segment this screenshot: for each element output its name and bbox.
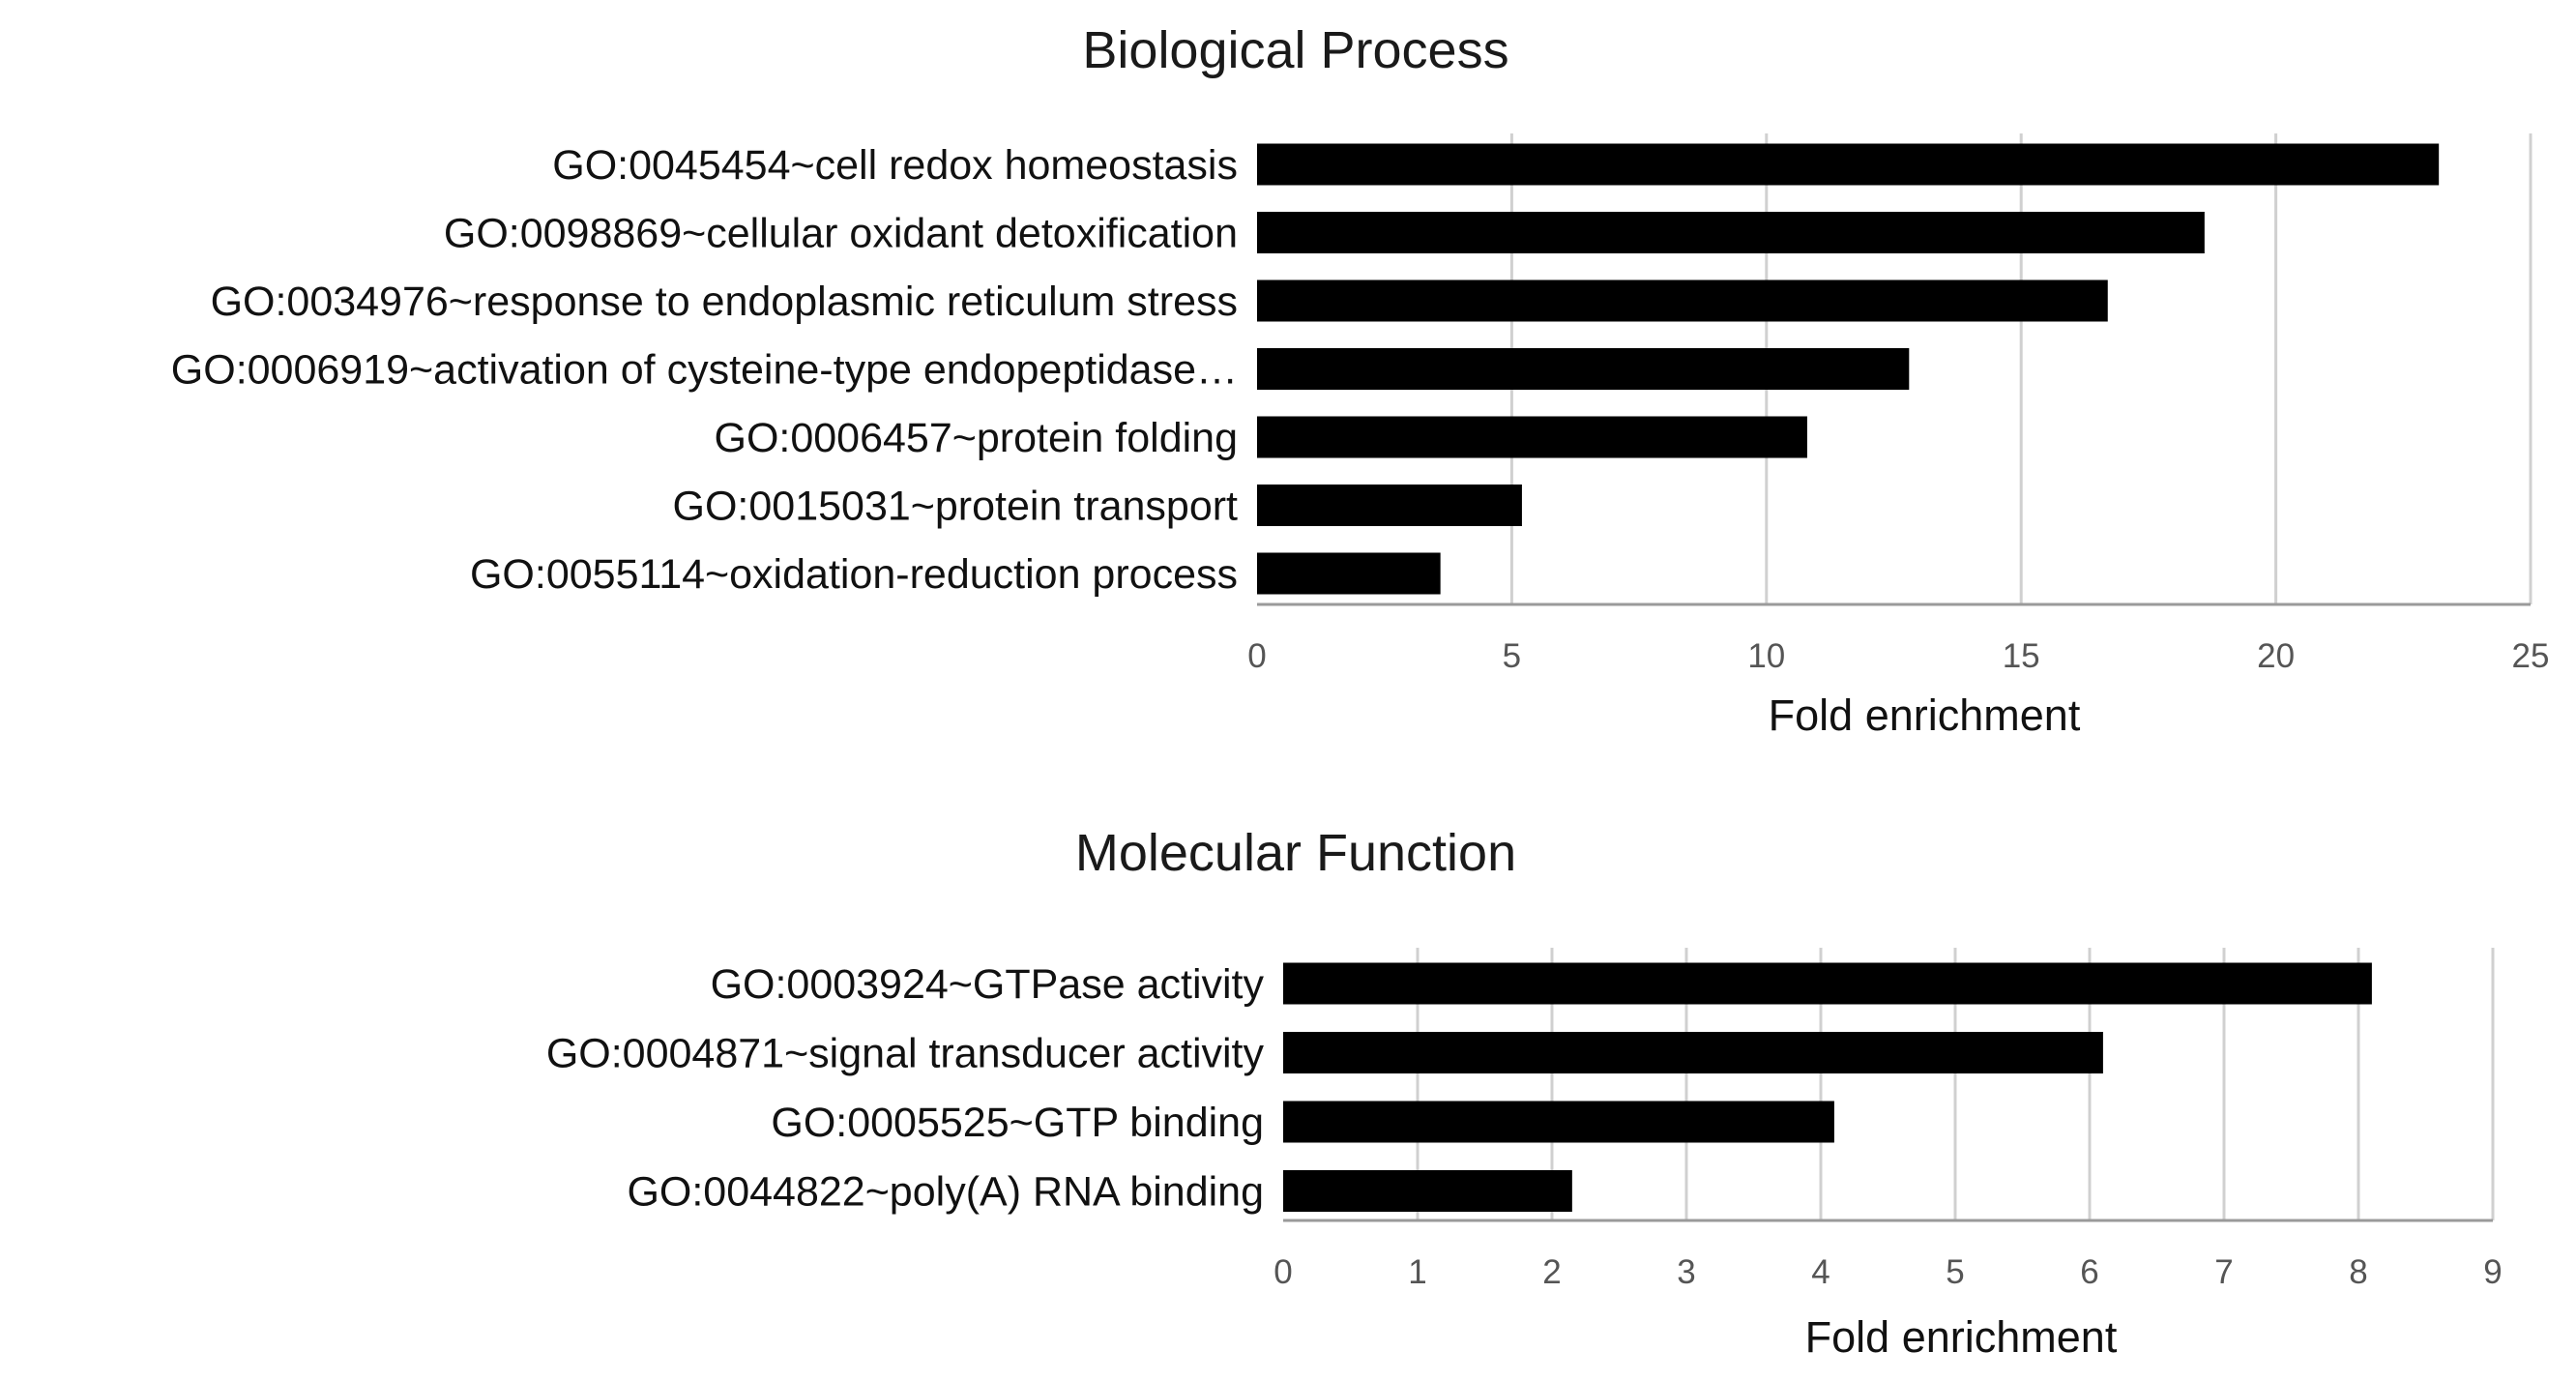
x-tick-label: 15 (2003, 637, 2040, 675)
bar-go-0055114 (1257, 552, 1441, 595)
x-tick-label: 6 (2080, 1253, 2098, 1291)
bar-go-0034976 (1257, 279, 2108, 322)
x-tick-label: 4 (1811, 1253, 1830, 1291)
category-label: GO:0006919~activation of cysteine-type e… (171, 347, 1238, 394)
x-tick-label: 2 (1542, 1253, 1561, 1291)
x-tick-label: 5 (1946, 1253, 1964, 1291)
bar-go-0005525 (1283, 1101, 1834, 1143)
x-tick-label: 8 (2349, 1253, 2367, 1291)
x-tick-label: 9 (2483, 1253, 2502, 1291)
category-label: GO:0034976~response to endoplasmic retic… (211, 279, 1238, 325)
chart-biological-process: Biological Process 0 5 10 15 20 25 GO:0045454~c… (171, 21, 2550, 740)
bar-go-0006457 (1257, 416, 1807, 458)
x-tick-label: 3 (1677, 1253, 1695, 1291)
category-label: GO:0003924~GTPase activity (711, 961, 1265, 1008)
bar-go-0044822 (1283, 1170, 1572, 1212)
bar-go-0015031 (1257, 485, 1522, 526)
x-tick-label: 25 (2512, 637, 2550, 675)
bar-go-0006919 (1257, 348, 1910, 390)
category-label: GO:0006457~protein folding (715, 415, 1239, 461)
x-axis-label: Fold enrichment (1769, 690, 2081, 740)
bar-go-0045454 (1257, 143, 2440, 186)
chart-title: Biological Process (1082, 21, 1508, 79)
chart-title: Molecular Function (1075, 824, 1516, 882)
x-tick-label: 7 (2214, 1253, 2233, 1291)
category-label: GO:0045454~cell redox homeostasis (552, 142, 1238, 189)
x-axis-label: Fold enrichment (1805, 1312, 2118, 1362)
category-label: GO:0098869~cellular oxidant detoxificati… (444, 211, 1238, 257)
category-label: GO:0055114~oxidation-reduction process (470, 551, 1238, 598)
category-label: GO:0005525~GTP binding (771, 1100, 1264, 1146)
x-tick-label: 20 (2257, 637, 2295, 675)
x-tick-label: 10 (1747, 637, 1785, 675)
x-tick-label: 0 (1273, 1253, 1292, 1291)
bar-go-0003924 (1283, 962, 2372, 1005)
x-tick-label: 1 (1408, 1253, 1426, 1291)
category-label: GO:0044822~poly(A) RNA binding (627, 1169, 1264, 1216)
x-tick-label: 5 (1503, 637, 1521, 675)
bar-go-0004871 (1283, 1032, 2103, 1073)
bar-go-0098869 (1257, 212, 2205, 253)
category-label: GO:0015031~protein transport (673, 484, 1239, 530)
chart-molecular-function: Molecular Function 0 1 2 3 4 5 6 7 8 9 GO:0003924~G… (546, 824, 2503, 1362)
category-label: GO:0004871~signal transducer activity (546, 1031, 1265, 1077)
x-tick-label: 0 (1247, 637, 1266, 675)
